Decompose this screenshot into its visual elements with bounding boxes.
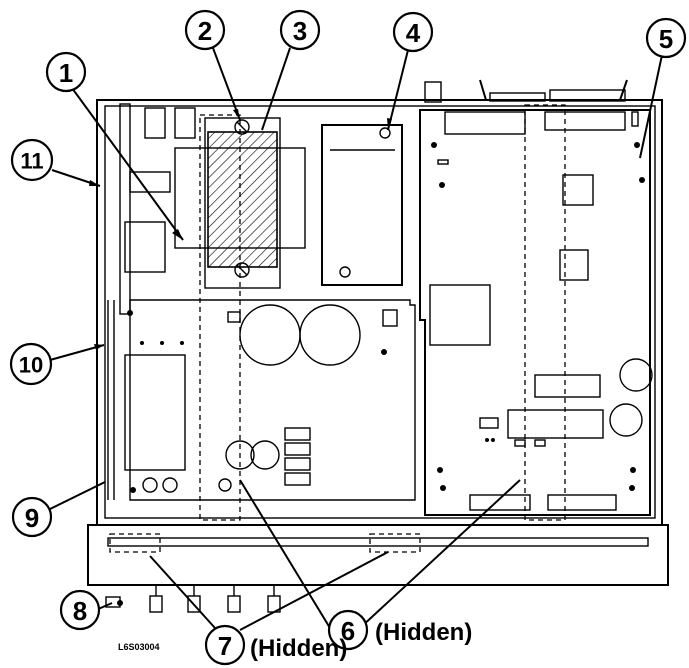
callout-6: 6 — [327, 609, 369, 651]
callout-1-label: 1 — [59, 58, 73, 88]
module-4 — [321, 124, 403, 286]
callout-7-label: 7 — [218, 631, 232, 661]
arrowheads — [89, 109, 392, 606]
leader-lines — [47, 47, 663, 631]
hidden-dashed-regions — [199, 104, 566, 521]
callout-11: 11 — [10, 138, 54, 182]
callout-7: 7 — [204, 624, 246, 666]
drawing-code: L6S03004 — [118, 642, 160, 652]
callout-10-label: 10 — [19, 353, 43, 378]
callout-3: 3 — [279, 9, 321, 51]
logic-board — [419, 109, 653, 516]
callout-2: 2 — [184, 9, 226, 51]
callout-9: 9 — [11, 496, 53, 538]
hidden-note-6: (Hidden) — [375, 619, 472, 646]
left-side-frame — [107, 103, 196, 500]
callout-1: 1 — [45, 51, 87, 93]
callout-9-label: 9 — [25, 503, 39, 533]
callout-10: 10 — [9, 342, 53, 386]
callout-8: 8 — [59, 589, 101, 631]
callout-5: 5 — [645, 17, 687, 59]
callout-6-label: 6 — [341, 616, 355, 646]
callout-11-label: 11 — [20, 149, 43, 174]
hidden-note-7: (Hidden) — [250, 635, 347, 662]
callout-8-label: 8 — [73, 596, 87, 626]
front-panel — [87, 524, 669, 613]
callout-2-label: 2 — [198, 16, 212, 46]
callout-4: 4 — [392, 11, 434, 53]
callout-4-label: 4 — [406, 18, 421, 48]
chassis-outline — [96, 79, 663, 526]
callout-5-label: 5 — [659, 24, 673, 54]
callout-3-label: 3 — [293, 16, 307, 46]
power-board — [124, 299, 416, 501]
